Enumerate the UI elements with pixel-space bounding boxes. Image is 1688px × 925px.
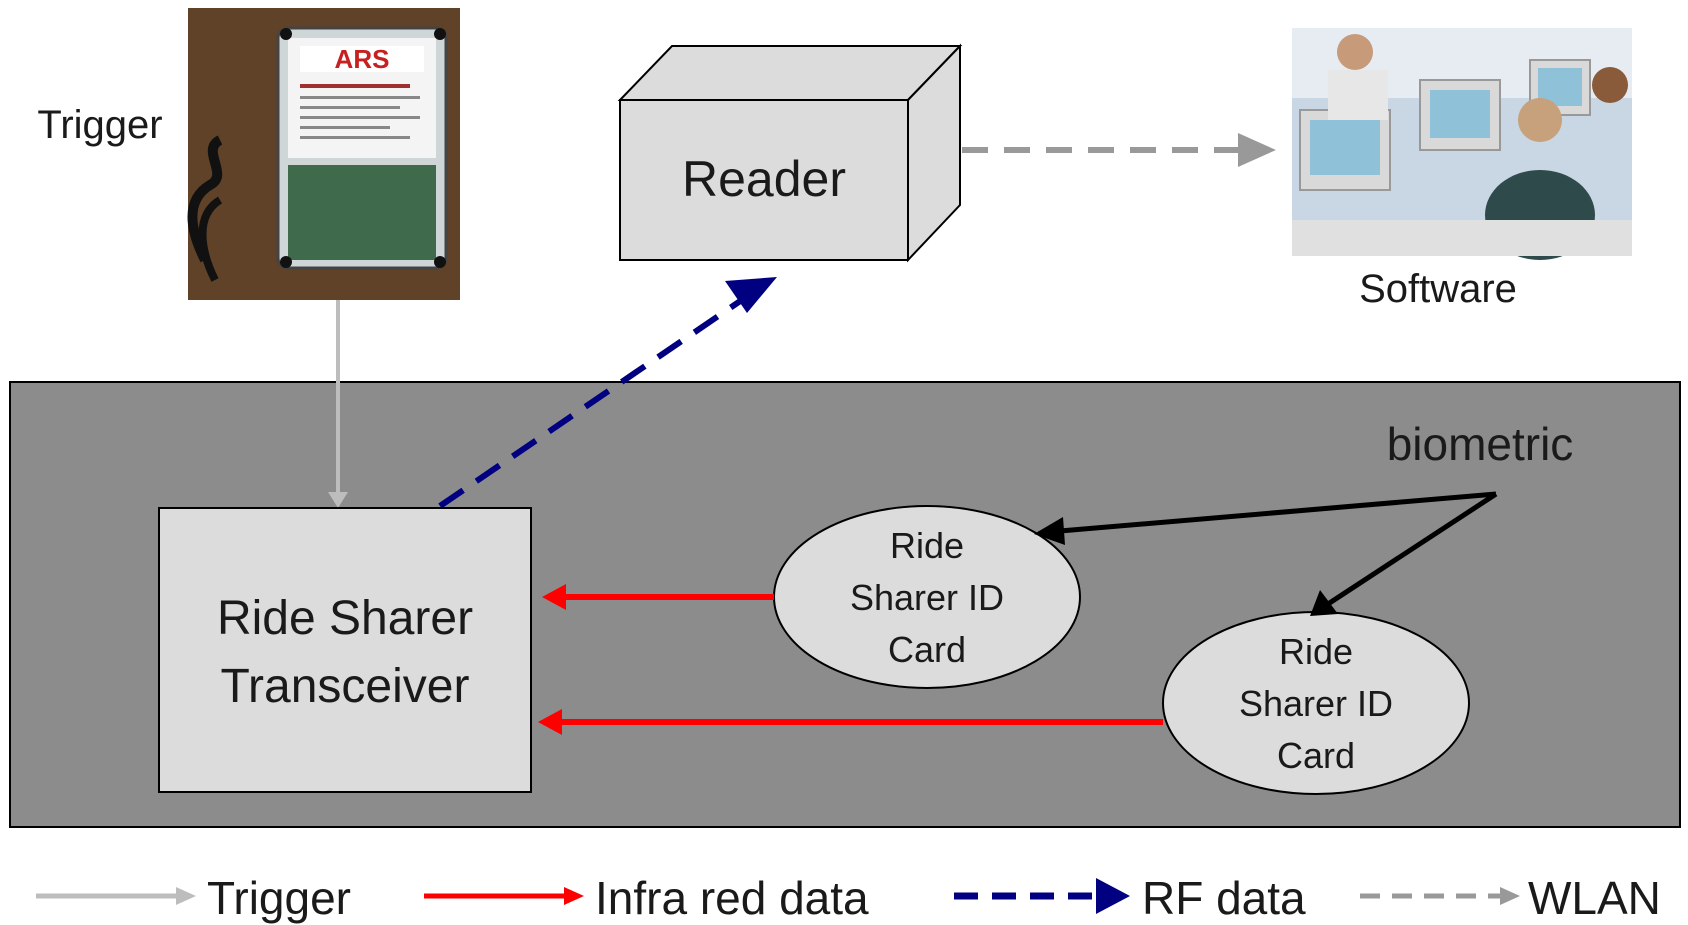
biometric-arrows: [1034, 491, 1498, 616]
card1-line3: Card: [888, 629, 966, 670]
infrared-arrow-2: [538, 709, 1163, 735]
legend: Trigger Infra red data RF data WLAN: [36, 872, 1661, 924]
legend-infrared-label: Infra red data: [595, 872, 869, 924]
biometric-label: biometric: [1387, 418, 1574, 470]
wlan-arrow: [962, 133, 1276, 167]
card1-line1: Ride: [890, 525, 964, 566]
legend-rf: RF data: [954, 872, 1306, 924]
legend-rf-label: RF data: [1142, 872, 1306, 924]
transceiver-box: [158, 507, 532, 793]
trigger-device-logo: ARS: [335, 44, 390, 74]
trigger-device-photo: ARS: [187, 8, 460, 300]
transceiver-label-line1: Ride Sharer: [217, 592, 473, 645]
legend-infrared: Infra red data: [424, 872, 869, 924]
legend-wlan: WLAN: [1360, 872, 1661, 924]
reader-label: Reader: [682, 151, 846, 207]
card2-line1: Ride: [1279, 631, 1353, 672]
legend-wlan-label: WLAN: [1528, 872, 1661, 924]
trigger-label: Trigger: [37, 103, 162, 147]
transceiver-label-line2: Transceiver: [221, 660, 470, 713]
legend-trigger-label: Trigger: [207, 872, 351, 924]
software-photo: [1292, 28, 1632, 260]
card1-line2: Sharer ID: [850, 577, 1004, 618]
reader-box: [617, 43, 963, 263]
trigger-arrow: [328, 300, 348, 508]
legend-trigger: Trigger: [36, 872, 351, 924]
infrared-arrow-1: [542, 584, 774, 610]
card2-line3: Card: [1277, 735, 1355, 776]
rf-arrow: [438, 277, 777, 509]
card2-line2: Sharer ID: [1239, 683, 1393, 724]
software-label: Software: [1359, 267, 1517, 311]
